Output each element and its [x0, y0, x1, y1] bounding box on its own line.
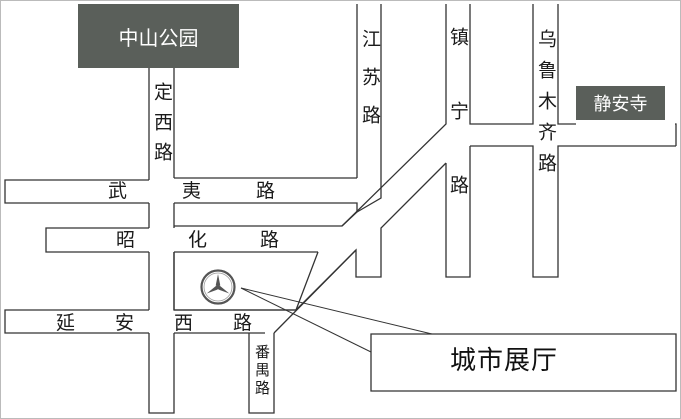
- mercedes-star-icon: [200, 269, 236, 305]
- road-label-dingxi: 定西路: [151, 82, 173, 172]
- jingan-temple-label: 静安寺: [593, 94, 648, 115]
- road-edge-wulumuqi-west: [557, 4, 576, 125]
- road-edge-wuyi-north-left: [4, 179, 149, 204]
- zhongshan-park-label: 中山公园: [118, 25, 199, 50]
- road-edge-zhenning-west: [445, 146, 471, 278]
- road-edge-diagonal-north: [341, 4, 447, 227]
- road-edge-wuyi-south: [174, 202, 358, 227]
- road-label-yananxi: 延安西路: [56, 312, 293, 334]
- callout-leader-upper: [240, 287, 433, 335]
- road-label-jiangsu: 江苏路: [359, 29, 381, 143]
- callout-box: [370, 333, 677, 392]
- road-label-wuyi: 武夷路: [108, 180, 331, 202]
- road-label-zhaohua: 昭化路: [116, 229, 333, 251]
- road-label-wulumuqi: 乌鲁木齐路: [535, 29, 557, 184]
- zhongshan-park-box: [78, 4, 239, 68]
- road-edge-jingan-road: [470, 145, 676, 278]
- road-edge-diagonal-south: [295, 162, 447, 311]
- road-edge-jiangsu-east: [356, 4, 382, 213]
- showroom-block: [173, 251, 319, 311]
- callout-label: 城市展厅: [450, 346, 559, 376]
- road-edge-yanan-north-left: [4, 309, 149, 334]
- jingan-temple-box: [576, 86, 665, 120]
- road-edge-south-west: [148, 333, 175, 414]
- road-edge-zhenning-east: [469, 4, 534, 125]
- road-label-fanyu: 番禺路: [253, 344, 271, 398]
- road-edge-fanyu-west: [248, 333, 275, 414]
- road-label-zhenning: 镇宁路: [447, 27, 469, 249]
- road-edge-zhaohua-north-left: [45, 227, 149, 253]
- callout-leader-lower: [240, 287, 372, 353]
- road-edge-jingan-east: [675, 123, 677, 146]
